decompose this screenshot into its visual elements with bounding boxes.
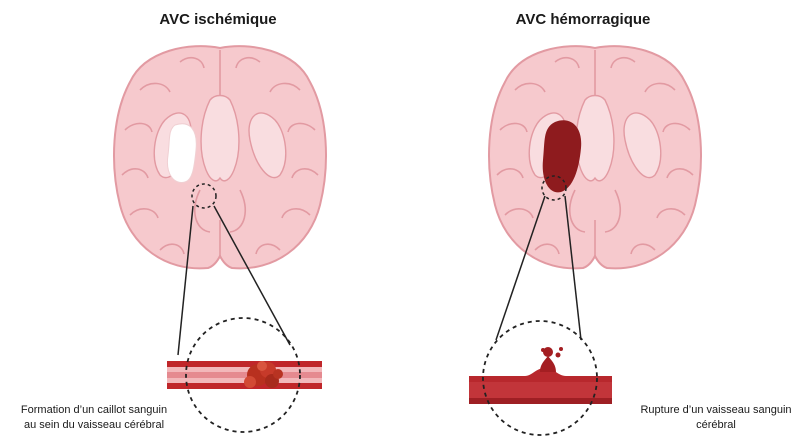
ischemic-area — [167, 124, 196, 183]
ischemic-caption-line1: Formation d’un caillot sanguin — [21, 403, 167, 418]
vessel-ruptured — [469, 347, 612, 404]
brain-ischemic — [114, 46, 326, 268]
ischemic-caption: Formation d’un caillot sanguin au sein d… — [21, 403, 167, 433]
brain-hemorrhagic — [489, 46, 701, 268]
blood-spurt — [540, 356, 556, 372]
ischemic-caption-line2: au sein du vaisseau cérébral — [21, 418, 167, 433]
hemorrhagic-caption-line1: Rupture d’un vaisseau sanguin — [640, 403, 791, 418]
hemorrhagic-caption-line2: cérébral — [640, 418, 791, 433]
hemorrhagic-caption: Rupture d’un vaisseau sanguin cérébral — [640, 403, 791, 433]
